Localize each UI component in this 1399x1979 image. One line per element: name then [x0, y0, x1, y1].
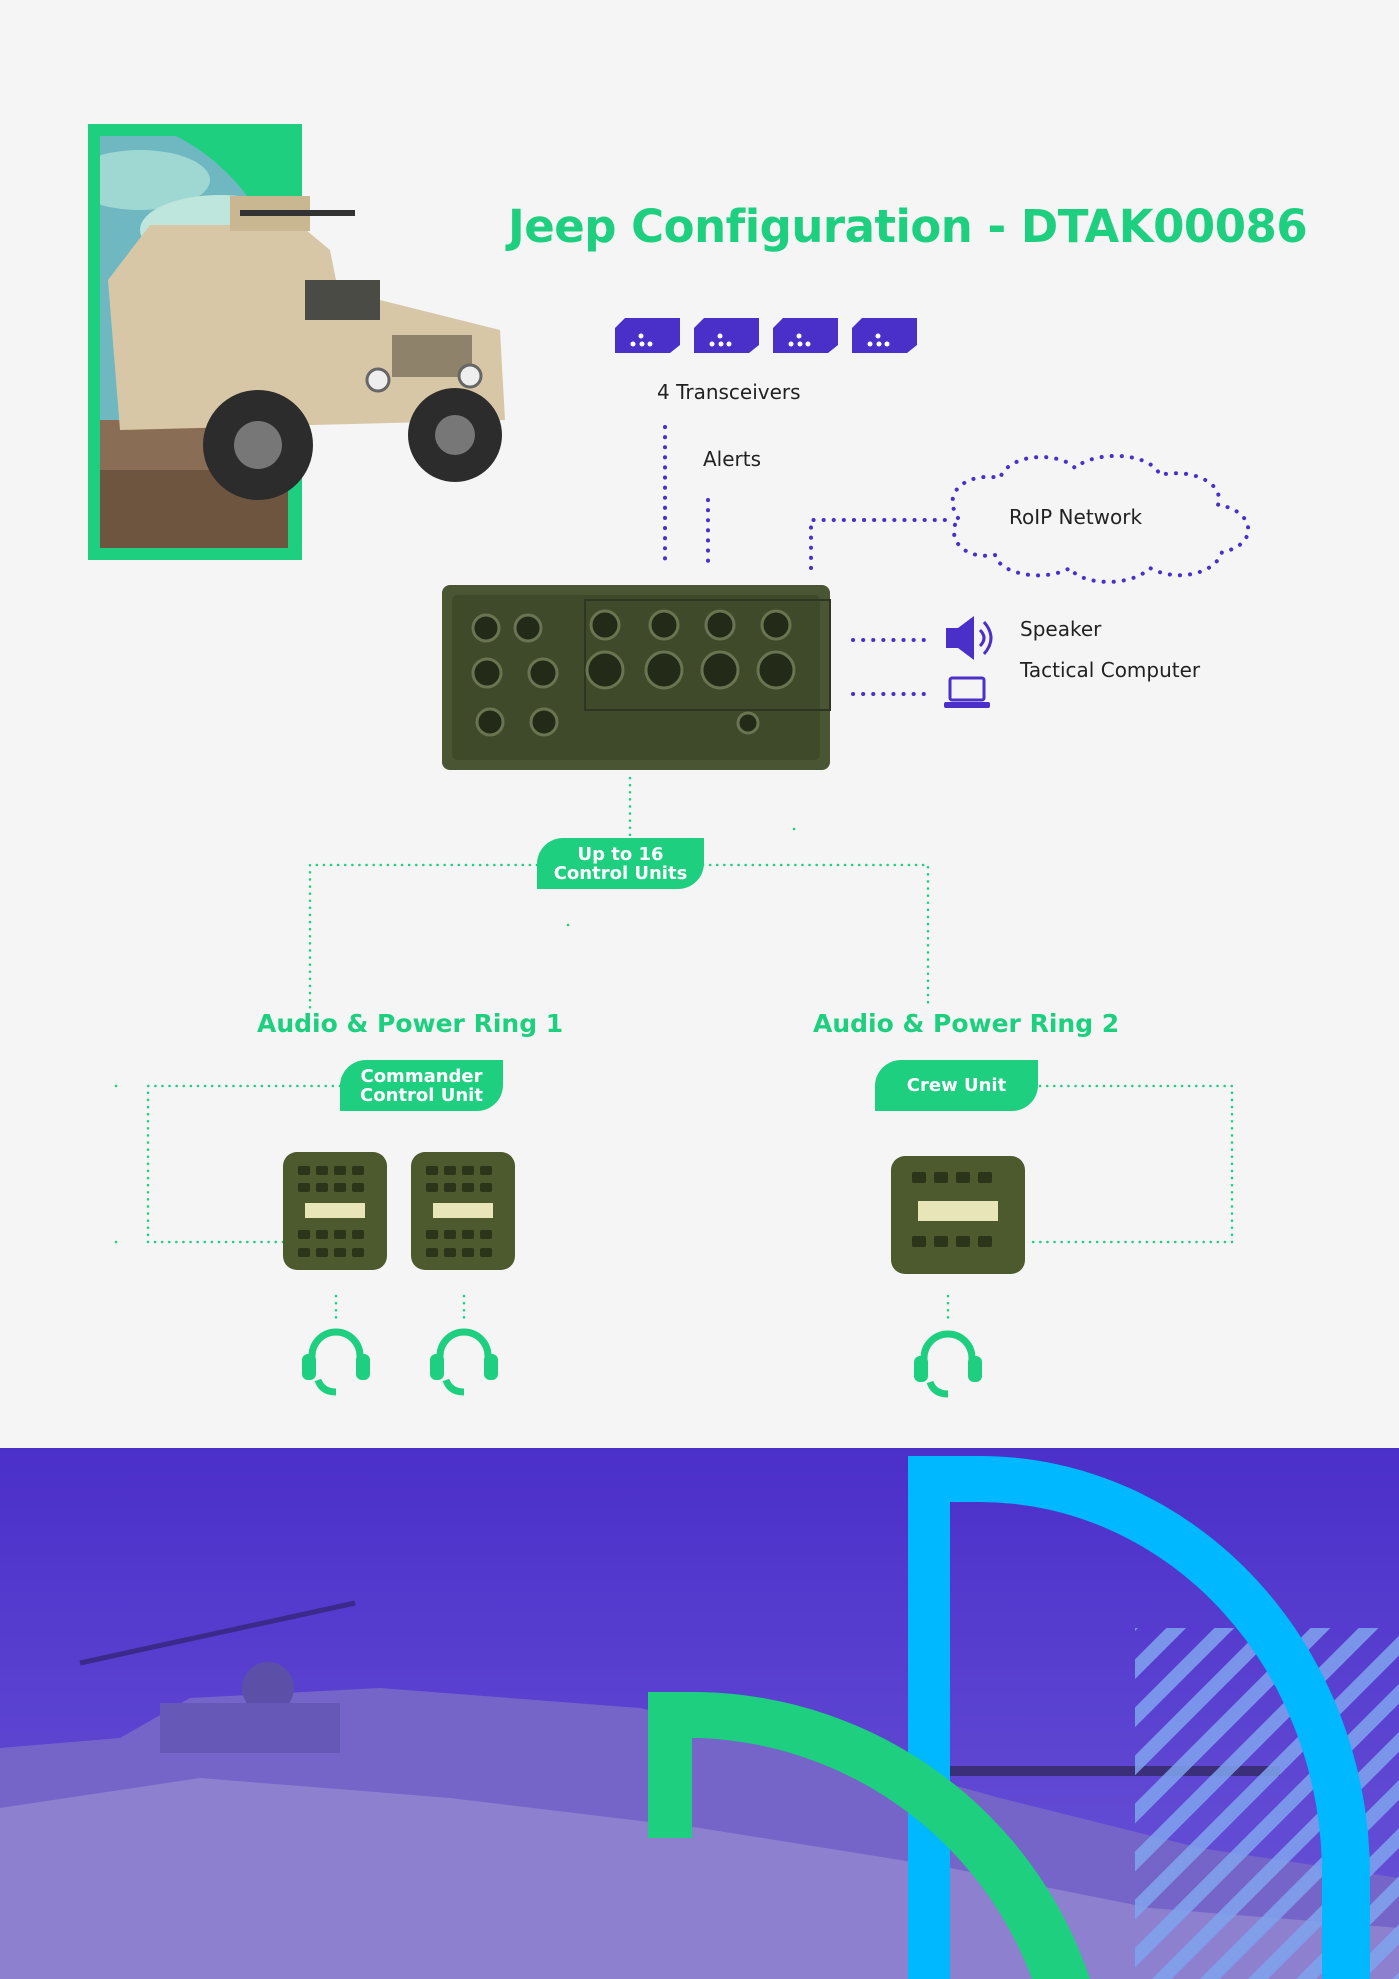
ring1-title: Audio & Power Ring 1 [257, 1009, 564, 1038]
control-units-pill-line1: Up to 16 [577, 843, 664, 865]
jeep-image [88, 124, 505, 560]
speaker-icon [946, 616, 993, 660]
control-unit-image [283, 1152, 1025, 1274]
headset-icon [308, 1328, 976, 1398]
ring2-title: Audio & Power Ring 2 [813, 1009, 1120, 1038]
crew-unit-pill: Crew Unit [875, 1060, 1038, 1111]
page-title: Jeep Configuration - DTAK00086 [508, 200, 1308, 253]
diagram-connectors [88, 124, 1251, 1398]
crew-pill-line1: Crew Unit [906, 1075, 1007, 1096]
speaker-label: Speaker [1020, 617, 1102, 641]
tactical-computer-label: Tactical Computer [1020, 658, 1201, 682]
control-units-pill-line2: Control Units [553, 862, 688, 884]
transceivers-label: 4 Transceivers [657, 380, 801, 404]
roip-cloud [950, 453, 1251, 584]
roip-network-label: RoIP Network [1009, 505, 1143, 529]
banner-artwork [0, 1448, 1399, 1979]
commander-pill-line1: Commander [360, 1065, 483, 1087]
laptop-icon [944, 676, 990, 708]
bottom-banner [0, 1448, 1399, 1979]
alerts-label: Alerts [703, 447, 762, 471]
control-units-pill: Up to 16 Control Units [537, 838, 704, 889]
commander-control-unit-pill: Commander Control Unit [340, 1060, 503, 1111]
commander-pill-line2: Control Unit [360, 1084, 483, 1106]
transceiver-icon [615, 318, 917, 353]
